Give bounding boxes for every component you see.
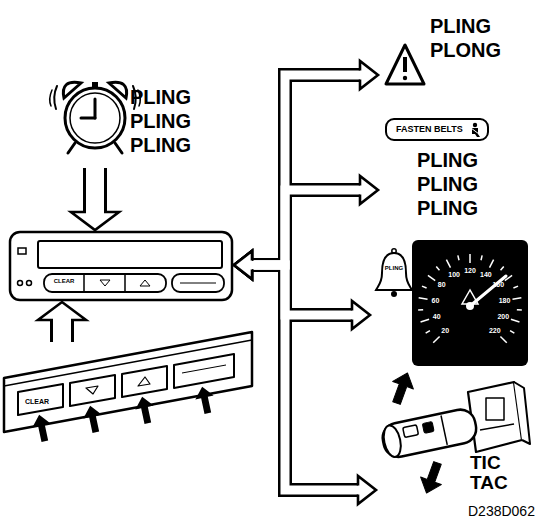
dial-tick [513,286,518,288]
seatbelt-node: FASTEN BELTS PLING PLING PLING [380,112,530,222]
arrow-head [234,251,252,279]
dial-number: 120 [464,267,476,275]
connector-fill [251,75,361,265]
connector-outline [50,319,74,342]
connector-fill [251,265,359,490]
arrow-head [38,302,86,320]
dial-tick [510,331,514,334]
arrow-head [360,61,378,89]
connector-fill [86,168,104,213]
dial-tick [512,298,521,299]
display-unit [10,232,232,300]
sound-text: TIC TAC [470,453,508,493]
dial-tick [426,331,430,334]
dial-number: 180 [499,297,511,305]
alarm-node: PLING PLING PLING [55,68,245,165]
sound-text: PLING PLING PLING [130,85,191,157]
dial-tick [458,255,459,260]
dial-number: 200 [497,313,509,321]
dial-tick [419,298,428,299]
bell-icon [376,249,412,297]
dial-tick [433,336,439,342]
connector-outline [251,75,361,265]
arrow-head [360,176,378,204]
arrow-head [234,251,252,279]
connector-fill [251,190,361,265]
arrow-head [234,251,252,279]
dial-tick [490,260,494,268]
warning-triangle [386,45,424,84]
dial-number: 60 [432,297,440,305]
dial-number: 220 [489,327,501,335]
dial-tick [517,309,522,311]
alarm-clock [50,82,141,153]
press-arrows [30,385,217,443]
dial-number: 100 [448,271,460,279]
arrow-head [358,476,376,504]
connector-outline [251,265,353,315]
arrow-head [352,301,370,329]
connector-outline [251,190,361,265]
reference-code: D238D062 [468,503,535,519]
seatbelt-icon [468,122,482,138]
button-strip-node: CLEAR [4,345,254,445]
stalk-switch [380,369,530,497]
sound-text: PLING [376,265,412,272]
dial-tick [511,319,520,322]
speedometer [412,240,528,366]
warning-node: PLING PLONG [380,8,530,96]
dial-number: 80 [438,281,446,289]
arrow-head [234,251,252,279]
dial-tick [500,336,506,342]
arrow-head [71,212,119,230]
dial-number: 140 [480,271,492,279]
sound-text: PLING PLONG [430,14,501,62]
dial-tick [501,266,504,270]
sound-text: CLEAR [25,398,49,406]
stalk-node: TIC TAC [378,370,533,498]
dial-tick [481,255,482,260]
dial-number: 40 [433,313,441,321]
connector-fill [251,265,353,315]
dial-tick [421,319,430,322]
sound-text: PLING PLING PLING [417,148,478,220]
dial-tick [446,260,450,268]
dial-tick [418,309,423,311]
display-node: CLEAR [10,232,232,300]
dial-tick [428,275,435,280]
connector-fill [53,319,71,342]
dial-number: 20 [441,327,449,335]
dial-tick [469,254,471,263]
connector-outline [251,265,359,490]
dial-number: 160 [492,281,504,289]
connector-outline [83,168,107,213]
fasten-belts-sign: FASTEN BELTS [385,118,489,141]
sound-text: CLEAR [45,278,83,285]
dial-tick [422,286,427,288]
dial-tick [436,266,439,270]
sign-text: FASTEN BELTS [396,124,463,135]
